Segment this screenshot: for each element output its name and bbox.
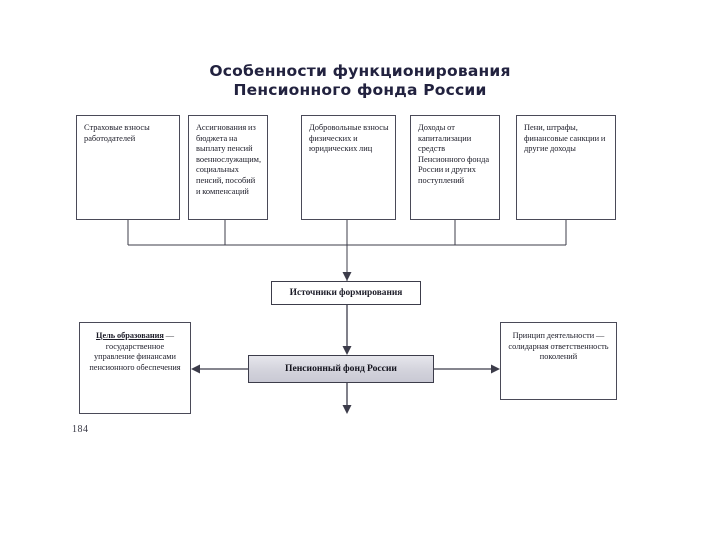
slide-title-line-2: Пенсионного фонда России (233, 81, 487, 99)
principle-box-text: Принцип деятельности — солидарная ответс… (501, 323, 616, 363)
page-number: 184 (72, 424, 89, 435)
source-box-text: Доходы от капитализации средств Пенсионн… (418, 123, 490, 185)
source-box-penalties-fines[interactable]: Пени, штрафы, финансовые санкции и други… (516, 115, 616, 220)
funnel-box-label: Источники формирования (289, 287, 403, 298)
principle-box-body: — солидарная ответственность поколений (508, 331, 609, 362)
source-box-text: Ассигнования из бюджета на выплату пенси… (196, 123, 262, 196)
principle-box[interactable]: Принцип деятельности — солидарная ответс… (500, 322, 617, 400)
source-box-voluntary-contributions[interactable]: Добровольные взносы физических и юридиче… (301, 115, 396, 220)
down-arrowhead-funnel (342, 272, 352, 281)
slide-title: Особенности функционирования Пенсионного… (130, 62, 590, 100)
source-box-budget-allocations[interactable]: Ассигнования из бюджета на выплату пенси… (188, 115, 268, 220)
goal-box-heading: Цель образования (96, 331, 164, 340)
funnel-box-formation-sources[interactable]: Источники формирования (271, 281, 421, 305)
source-box-text: Страховые взносы работодателей (84, 123, 150, 143)
source-box-text: Добровольные взносы физических и юридиче… (309, 123, 389, 154)
goal-box-text: Цель образования — государственное управ… (80, 323, 190, 373)
source-box-capitalization-income[interactable]: Доходы от капитализации средств Пенсионн… (410, 115, 500, 220)
central-box-label: Пенсионный фонд России (285, 362, 397, 374)
right-arrowhead-principle (491, 364, 500, 374)
down-arrowhead-central (342, 346, 352, 355)
principle-box-heading: Принцип деятельности (512, 331, 595, 340)
left-arrowhead-goal (191, 364, 200, 374)
down-arrowhead-bottom (342, 405, 352, 414)
source-box-insurance-contributions[interactable]: Страховые взносы работодателей (76, 115, 180, 220)
slide-title-line-1: Особенности функционирования (209, 62, 511, 80)
central-box-pension-fund[interactable]: Пенсионный фонд России (248, 355, 434, 383)
goal-box-body: — государственное управление финансами п… (89, 331, 181, 372)
source-box-text: Пени, штрафы, финансовые санкции и други… (524, 123, 606, 154)
goal-box[interactable]: Цель образования — государственное управ… (79, 322, 191, 414)
